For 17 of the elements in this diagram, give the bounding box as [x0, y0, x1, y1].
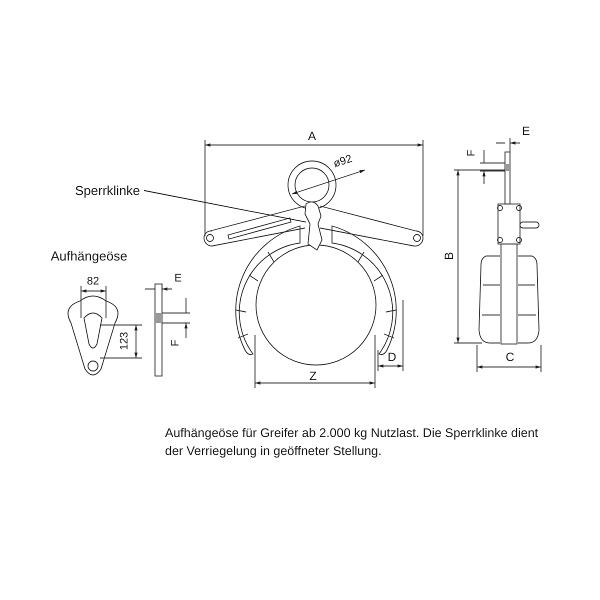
dimension-label: F — [466, 150, 478, 156]
dimension-label: C — [506, 351, 514, 363]
dimension-label: 123 — [120, 332, 130, 350]
caption: Aufhängeöse für Greifer ab 2.000 kg Nutzlast. Die Sperrklinke dient der Verriegelung in geöffneter Stellung. — [165, 425, 540, 460]
dimension-label: B — [443, 252, 455, 260]
dimension-label: E — [174, 274, 182, 284]
dimension-label: F — [170, 340, 182, 346]
leader-line — [144, 190, 306, 223]
dimension-label: Z — [309, 370, 317, 382]
part-label: Sperrklinke — [75, 184, 140, 197]
dimension-label: D — [388, 351, 396, 363]
dimension-label: ø92 — [332, 154, 354, 170]
dimension-label: A — [308, 130, 316, 142]
view-title: Aufhängeöse — [50, 250, 128, 262]
dimension-label: E — [522, 125, 530, 137]
dimension-label: 82 — [86, 276, 100, 288]
pawl-drawing — [304, 201, 322, 250]
